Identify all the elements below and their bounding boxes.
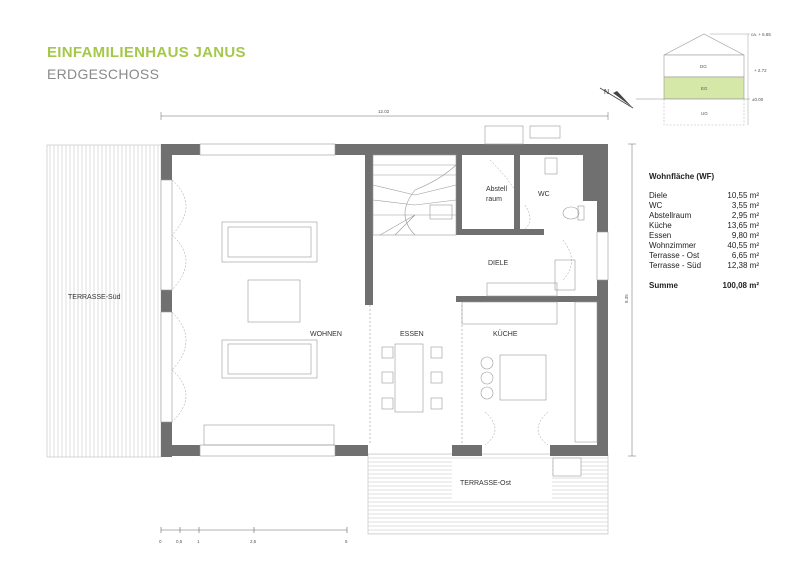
- section-level-eg: EG: [701, 86, 708, 91]
- windows: [160, 125, 609, 477]
- page-subtitle: ERDGESCHOSS: [47, 66, 160, 82]
- scale-tick-0: 0: [159, 539, 162, 544]
- dimension-width-label: 12.02: [378, 109, 390, 114]
- scale-tick-25: 2,5: [250, 539, 257, 544]
- dimension-width: [160, 112, 609, 120]
- terrace-south: [46, 144, 162, 458]
- room-diele: DIELE: [488, 260, 509, 267]
- staircase: [372, 154, 457, 236]
- section-level-ug: UG: [701, 111, 708, 116]
- svg-text:N: N: [604, 89, 609, 96]
- area-table-title: Wohnfläche (WF): [649, 172, 715, 181]
- room-essen: ESSEN: [400, 331, 424, 338]
- room-wc: WC: [538, 191, 550, 198]
- scale-tick-5: 5: [345, 539, 348, 544]
- page-title: EINFAMILIENHAUS JANUS: [47, 44, 246, 61]
- inner-walls: [365, 155, 597, 305]
- label-terrasse-ost: TERRASSE-Ost: [460, 480, 511, 487]
- scale-bar: [160, 527, 348, 533]
- dimension-height-label: 8.35: [624, 294, 629, 303]
- room-kueche: KÜCHE: [493, 330, 518, 338]
- section-diagram: [636, 33, 750, 126]
- dimension-height: [628, 143, 636, 457]
- room-wohnen: WOHNEN: [310, 331, 342, 338]
- north-arrow-icon: N: [599, 87, 634, 109]
- room-abstell-line1: Abstell: [486, 186, 507, 193]
- section-mark-mid: + 2.72: [754, 68, 767, 73]
- scale-tick-05: 0,5: [176, 539, 183, 544]
- doors: [171, 159, 572, 446]
- section-mark-ground: ±0.00: [752, 97, 764, 102]
- section-level-dg: DG: [700, 64, 707, 69]
- room-abstell-line2: raum: [486, 196, 502, 203]
- section-mark-top: ca. + 6.85: [751, 32, 771, 37]
- scale-tick-1: 1: [197, 539, 200, 544]
- furniture: [203, 157, 598, 446]
- label-terrasse-sued: TERRASSE-Süd: [68, 294, 121, 301]
